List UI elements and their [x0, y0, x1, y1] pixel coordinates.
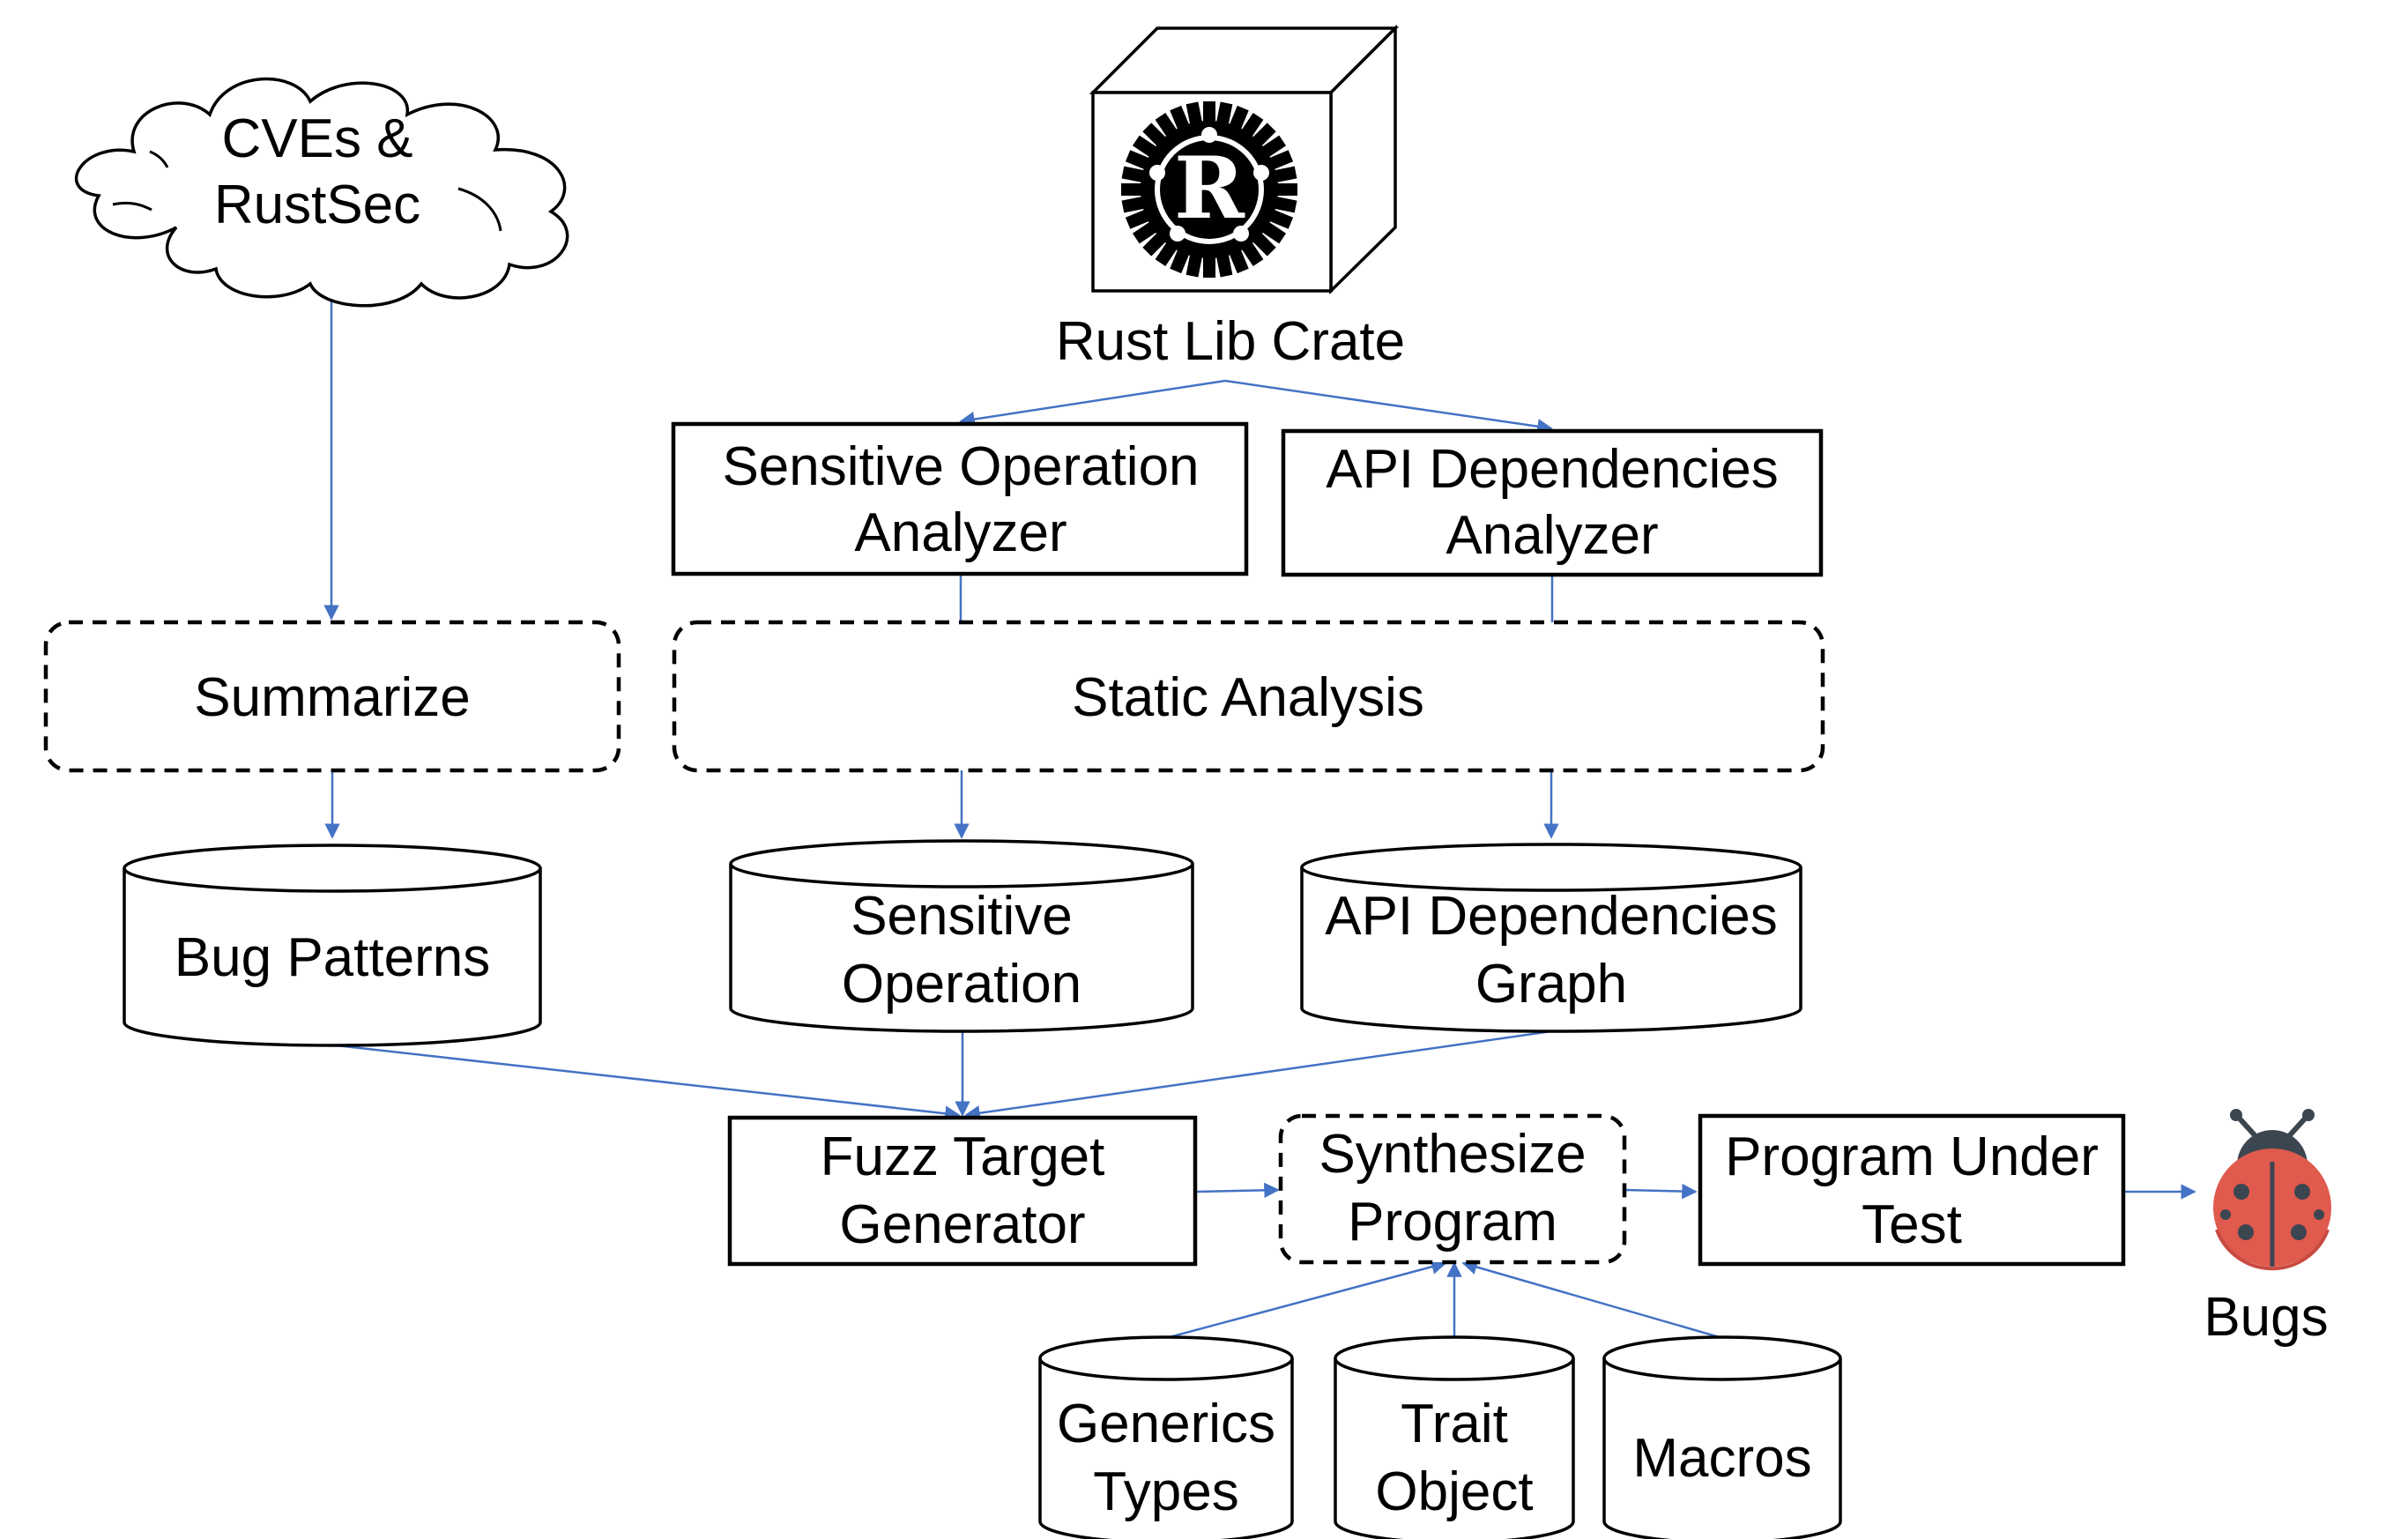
- bugs-output: Bugs: [2204, 1109, 2331, 1348]
- api-dependencies-analyzer: API Dependencies Analyzer: [1281, 428, 1824, 577]
- summarize-label: Summarize: [194, 667, 471, 728]
- api-analyzer-line-1: API Dependencies: [1326, 439, 1779, 500]
- trait-line-1: Trait: [1401, 1394, 1508, 1454]
- arrow-bug-patterns-to-generator: [335, 1044, 961, 1121]
- fuzz-target-generator: Fuzz Target Generator: [727, 1115, 1198, 1267]
- summarize-stage: Summarize: [43, 620, 621, 773]
- synthesize-program-stage: Synthesize Program: [1278, 1113, 1627, 1265]
- sensitive-operation-line-1: Sensitive: [851, 886, 1073, 947]
- macros-store: Macros: [1602, 1335, 1842, 1539]
- macros-label: Macros: [1632, 1428, 1811, 1489]
- crate-label: Rust Lib Crate: [1056, 311, 1405, 372]
- rust-logo-letter: R: [1174, 138, 1245, 238]
- api-graph-line-2: Graph: [1475, 954, 1627, 1015]
- static-analysis-stage: Static Analysis: [672, 620, 1825, 773]
- generics-line-1: Generics: [1057, 1394, 1275, 1454]
- arrow-api-graph-to-generator: [964, 1030, 1552, 1121]
- program-under-test: Program Under Test: [1698, 1113, 2126, 1267]
- generator-line-1: Fuzz Target: [821, 1126, 1105, 1187]
- bug-patterns-store: Bug Patterns: [123, 844, 542, 1047]
- api-dependencies-graph-store: API Dependencies Graph: [1300, 843, 1802, 1033]
- trait-line-2: Object: [1375, 1461, 1533, 1522]
- rust-logo-icon: R: [1121, 101, 1297, 278]
- put-line-1: Program Under: [1725, 1126, 2099, 1187]
- sensitive-analyzer-line-1: Sensitive Operation: [722, 436, 1199, 497]
- rust-lib-crate: R Rust Lib Crate: [1056, 24, 1405, 372]
- arrow-generics-to-synthesize: [1165, 1259, 1447, 1340]
- arrow-crate-to-api-analyzer: [1224, 379, 1553, 435]
- sensitive-operation-store: Sensitive Operation: [729, 839, 1194, 1033]
- arrow-crate-to-sensitive-analyzer: [959, 379, 1226, 428]
- cves-label-line-1: CVEs &: [221, 108, 412, 169]
- sensitive-operation-line-2: Operation: [842, 954, 1081, 1015]
- trait-object-store: Trait Object: [1334, 1335, 1575, 1539]
- ladybug-icon: [2213, 1109, 2331, 1271]
- bug-patterns-label: Bug Patterns: [175, 927, 490, 988]
- api-analyzer-line-2: Analyzer: [1446, 505, 1658, 566]
- arrow-macros-to-synthesize: [1461, 1259, 1723, 1340]
- arrow-synthesize-to-put: [1624, 1183, 1698, 1200]
- arrow-generator-to-synthesize: [1196, 1182, 1280, 1199]
- cloud-icon: [74, 77, 569, 308]
- sensitive-operation-analyzer: Sensitive Operation Analyzer: [671, 421, 1249, 576]
- api-graph-line-1: API Dependencies: [1325, 886, 1778, 947]
- put-line-2: Test: [1862, 1194, 1962, 1255]
- cves-label-line-2: RustSec: [214, 175, 420, 235]
- sensitive-analyzer-line-2: Analyzer: [854, 502, 1067, 563]
- generics-line-2: Types: [1093, 1461, 1238, 1522]
- generics-types-store: Generics Types: [1038, 1335, 1294, 1539]
- generator-line-2: Generator: [839, 1194, 1085, 1255]
- cves-rustsec-cloud: CVEs & RustSec: [74, 77, 569, 308]
- synthesize-line-1: Synthesize: [1319, 1124, 1586, 1185]
- synthesize-line-2: Program: [1348, 1192, 1557, 1253]
- static-analysis-label: Static Analysis: [1072, 667, 1424, 728]
- bugs-label: Bugs: [2204, 1287, 2328, 1348]
- connectors: [323, 286, 2196, 1340]
